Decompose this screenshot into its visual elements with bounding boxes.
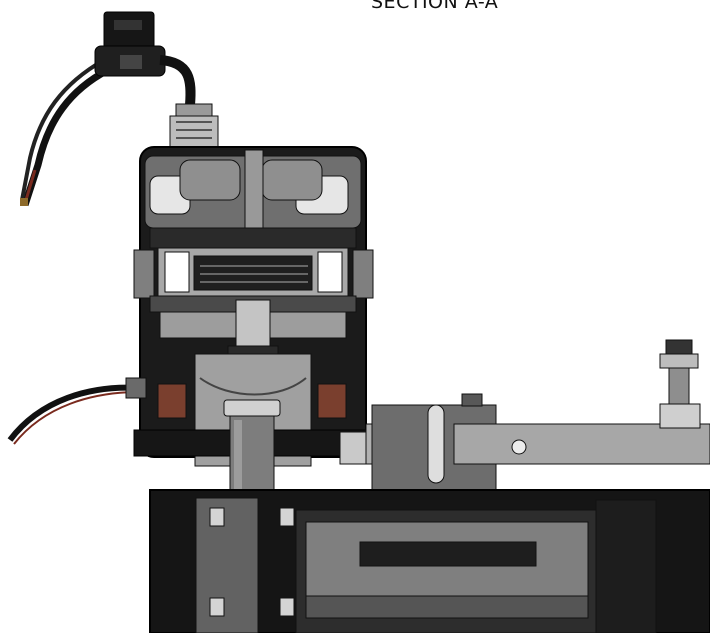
lever-arm bbox=[339, 393, 710, 496]
section-title: SECTION A-A bbox=[371, 0, 499, 13]
base-frame bbox=[149, 489, 710, 633]
lower-cable bbox=[7, 377, 147, 445]
motor-housing bbox=[133, 146, 374, 467]
winding-right bbox=[317, 383, 347, 419]
winding-left bbox=[157, 383, 187, 419]
connector-cable-assembly bbox=[20, 11, 196, 207]
stud-bolt bbox=[659, 339, 701, 429]
